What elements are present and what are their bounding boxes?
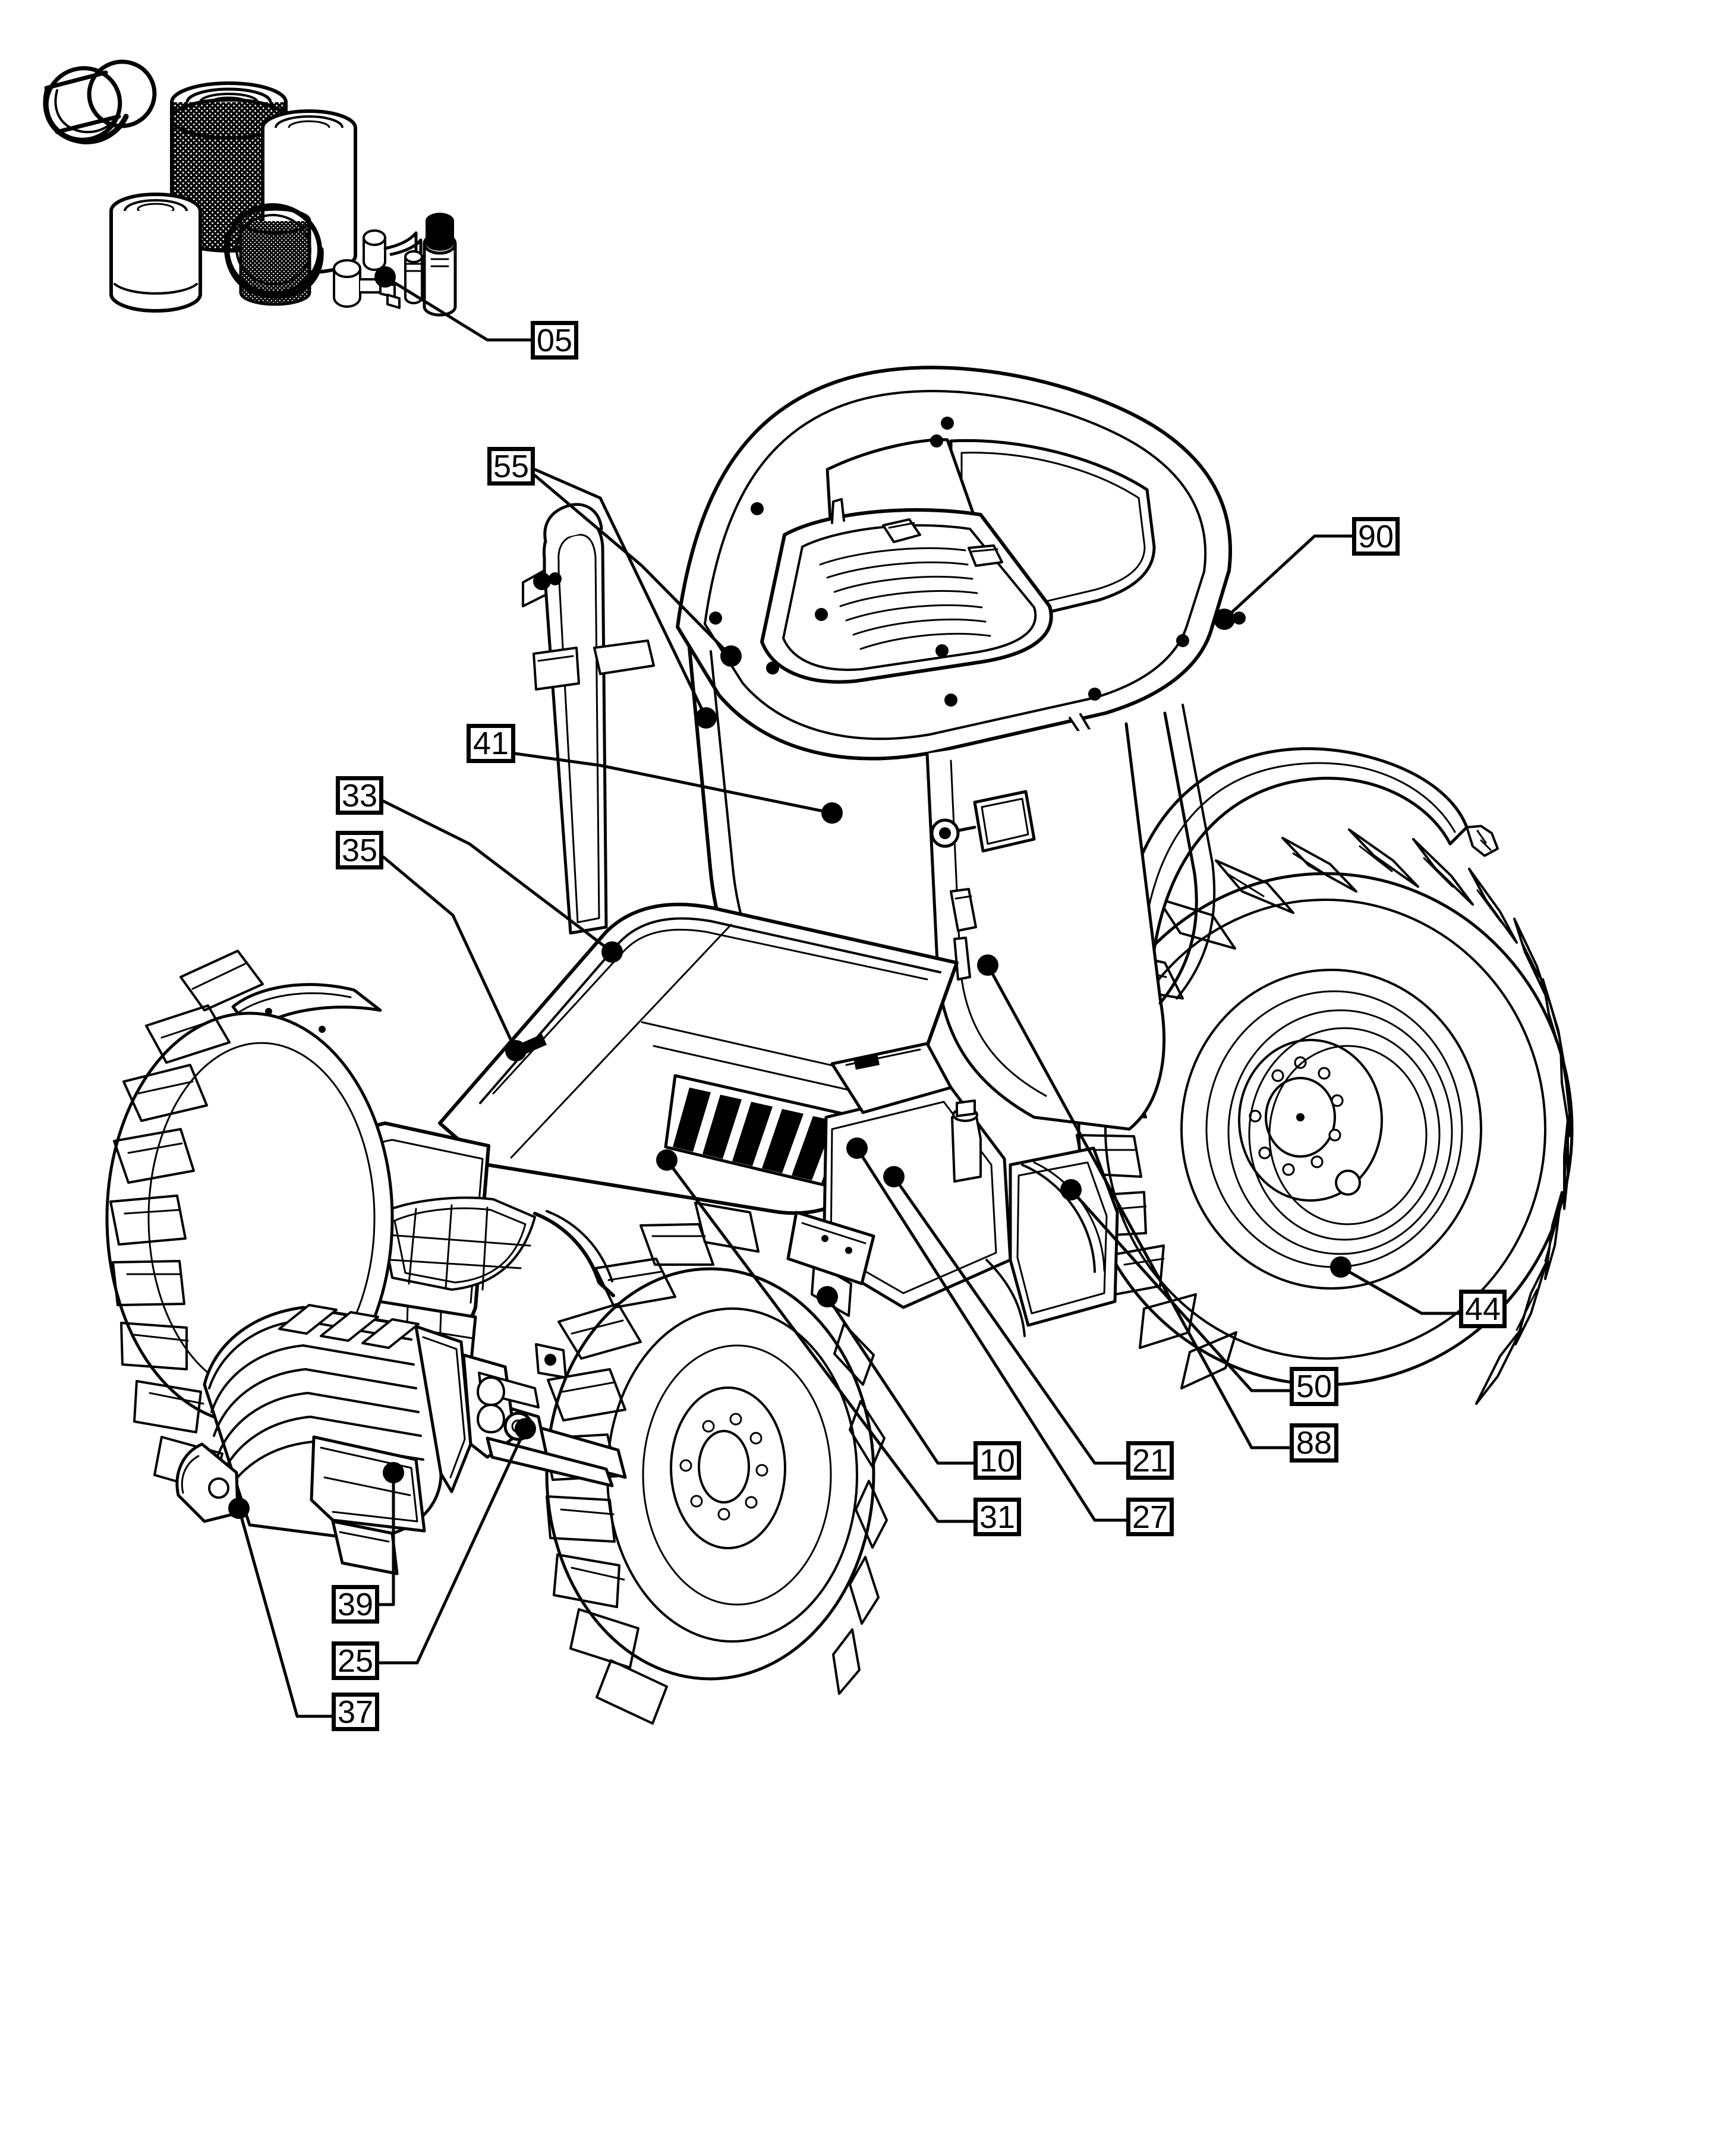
rear-fender <box>1116 747 1499 982</box>
callout-box-33[interactable]: 33 <box>336 776 383 815</box>
callout-box-31[interactable]: 31 <box>973 1498 1021 1536</box>
filter-kit-inset <box>43 59 457 317</box>
callout-box-88[interactable]: 88 <box>1290 1423 1338 1463</box>
callout-box-41[interactable]: 41 <box>467 724 515 763</box>
exhaust-and-rops <box>522 503 655 935</box>
front-weight-pack <box>175 1304 516 1575</box>
callout-box-27[interactable]: 27 <box>1126 1498 1174 1536</box>
callout-box-39[interactable]: 39 <box>332 1585 379 1624</box>
callout-box-21[interactable]: 21 <box>1126 1441 1174 1480</box>
callout-box-35[interactable]: 35 <box>336 831 383 869</box>
operator-cab <box>676 365 1246 1131</box>
callout-box-44[interactable]: 44 <box>1459 1290 1507 1328</box>
rear-wheel <box>1076 828 1574 1405</box>
leader-lines <box>237 275 1461 1718</box>
tractor-assembly <box>105 365 1574 1725</box>
callout-box-55[interactable]: 55 <box>487 447 535 486</box>
callout-box-10[interactable]: 10 <box>973 1441 1021 1480</box>
leader-dots <box>228 266 1351 1519</box>
callout-box-25[interactable]: 25 <box>332 1641 379 1680</box>
callout-box-90[interactable]: 90 <box>1352 517 1400 556</box>
front-right-wheel <box>543 1202 888 1725</box>
callout-box-50[interactable]: 50 <box>1290 1367 1338 1406</box>
callout-box-37[interactable]: 37 <box>332 1693 379 1731</box>
chassis-mid <box>414 1042 1119 1479</box>
callout-box-05[interactable]: 05 <box>531 321 578 360</box>
